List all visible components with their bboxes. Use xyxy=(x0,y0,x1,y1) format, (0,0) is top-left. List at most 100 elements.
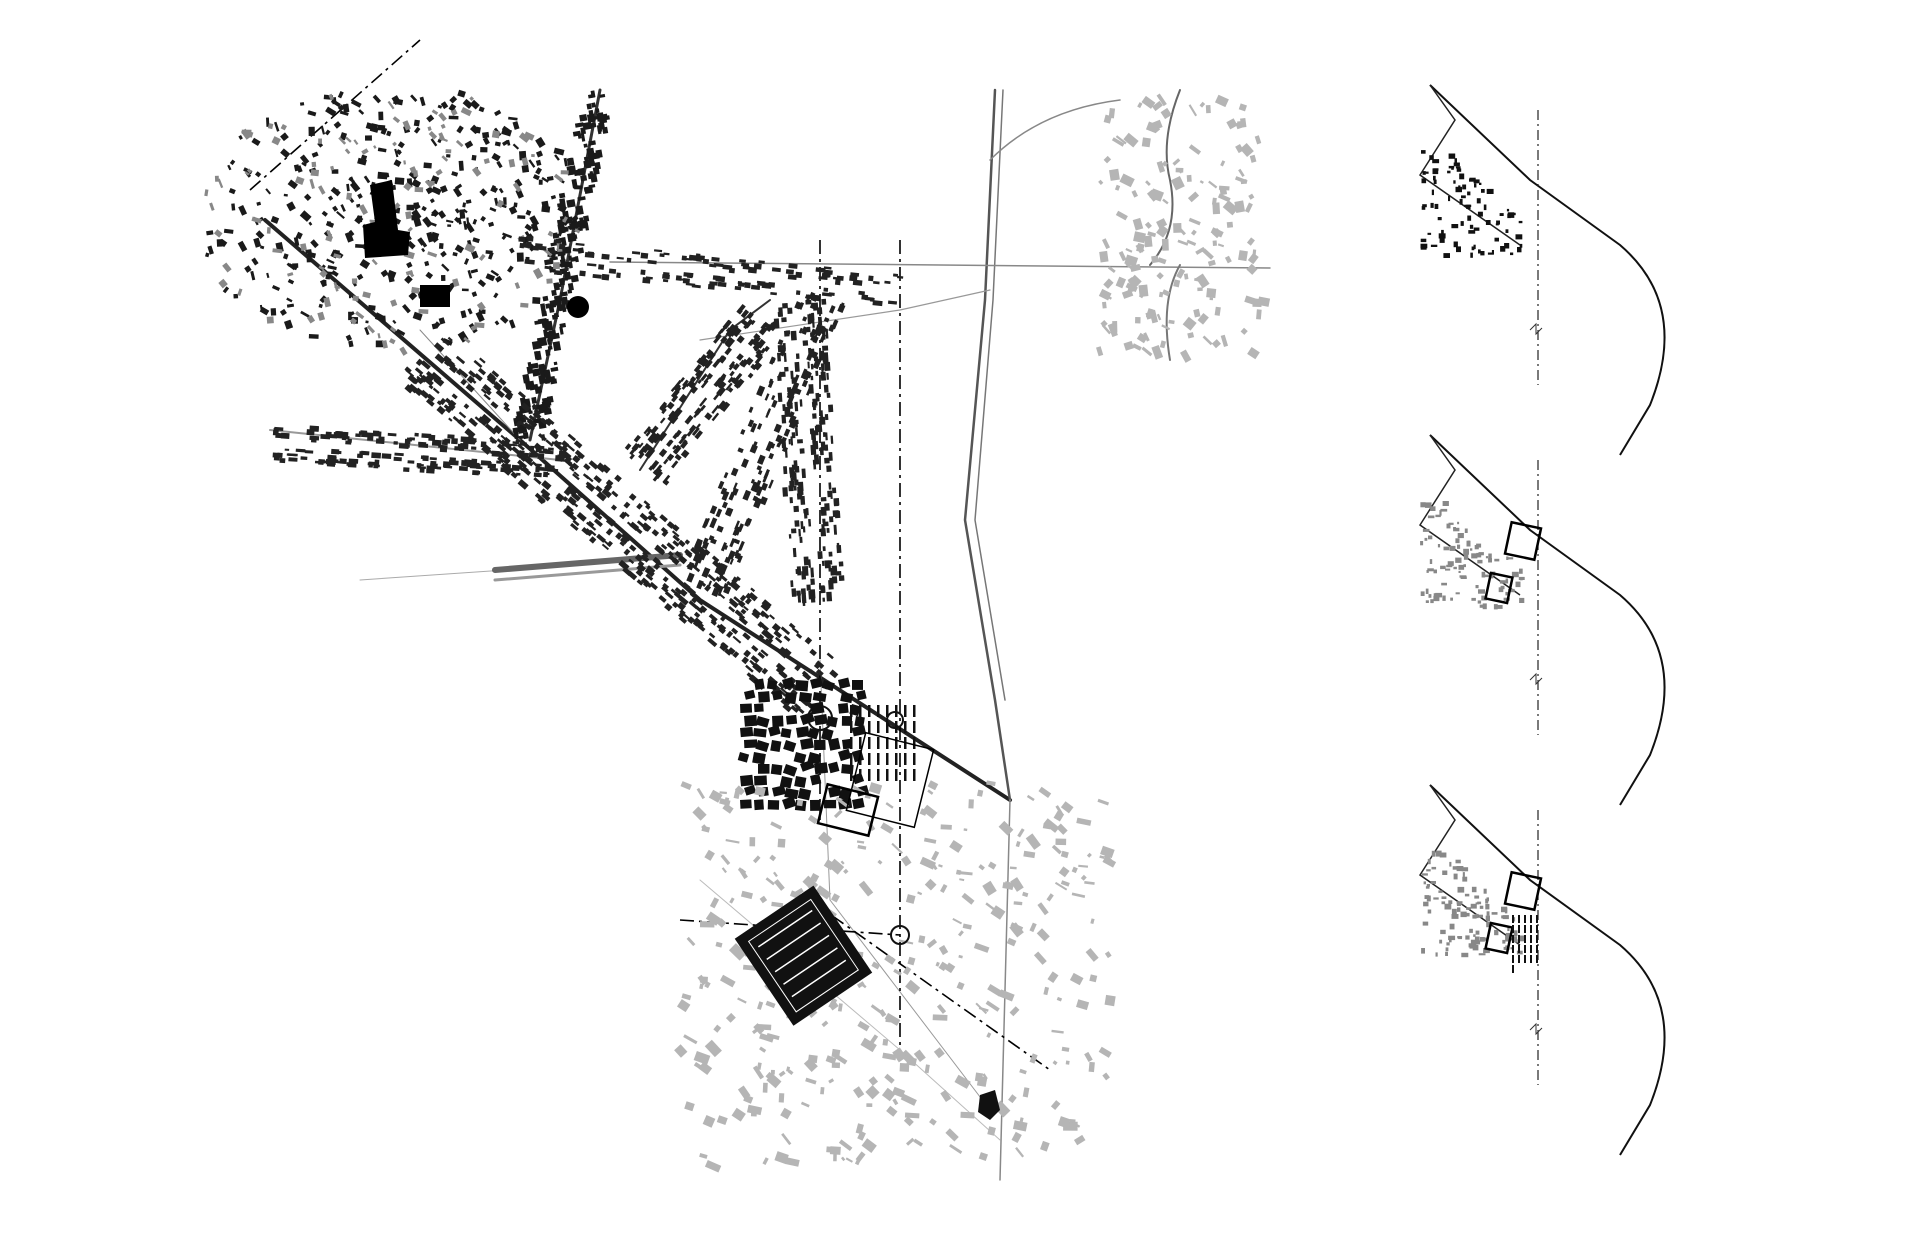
building-footprint xyxy=(531,396,537,404)
building-footprint xyxy=(1447,561,1454,566)
building-footprint xyxy=(538,433,547,442)
building-footprint xyxy=(251,137,261,147)
building-footprint xyxy=(1454,158,1457,164)
building-footprint xyxy=(773,423,782,433)
building-footprint xyxy=(451,438,458,445)
peripheral-footprint xyxy=(1055,805,1064,816)
building-footprint xyxy=(800,368,808,379)
building-footprint xyxy=(404,384,414,394)
building-footprint xyxy=(1439,852,1447,858)
peripheral-footprint xyxy=(1144,221,1152,229)
building-footprint xyxy=(692,552,701,562)
building-footprint xyxy=(1434,203,1439,209)
path-marker xyxy=(1529,672,1543,686)
building-footprint xyxy=(1422,528,1430,532)
building-footprint xyxy=(446,154,451,158)
peripheral-footprint xyxy=(837,1003,843,1012)
building-footprint xyxy=(536,245,547,251)
building-footprint xyxy=(1478,953,1486,956)
building-footprint xyxy=(503,405,511,413)
building-footprint xyxy=(559,216,564,220)
peripheral-footprint xyxy=(857,844,867,850)
building-footprint xyxy=(681,255,687,261)
building-footprint xyxy=(666,439,674,447)
building-footprint xyxy=(1420,245,1427,250)
linear-block xyxy=(1518,945,1520,953)
building-footprint xyxy=(363,175,371,184)
building-footprint xyxy=(753,263,762,270)
building-footprint xyxy=(791,432,796,439)
building-footprint xyxy=(563,261,573,269)
building-footprint xyxy=(331,169,339,174)
building-footprint xyxy=(294,176,305,185)
building-footprint xyxy=(801,468,806,479)
building-footprint xyxy=(295,448,306,453)
peripheral-footprint xyxy=(728,943,747,961)
building-footprint xyxy=(1477,600,1482,604)
building-footprint xyxy=(471,250,479,260)
building-footprint xyxy=(1459,198,1463,205)
building-footprint xyxy=(476,466,483,470)
building-footprint xyxy=(286,303,295,308)
building-footprint xyxy=(531,403,538,410)
building-footprint xyxy=(433,342,445,353)
building-footprint xyxy=(416,375,425,383)
building-footprint xyxy=(552,232,559,238)
urban-block xyxy=(772,715,784,727)
building-footprint xyxy=(707,637,718,648)
building-footprint xyxy=(464,140,474,149)
building-footprint xyxy=(689,591,696,598)
building-footprint xyxy=(813,356,819,362)
building-footprint xyxy=(493,425,503,435)
building-footprint xyxy=(516,454,522,459)
building-footprint xyxy=(569,466,575,472)
peripheral-footprint xyxy=(1097,798,1110,806)
building-footprint xyxy=(647,515,653,521)
peripheral-footprint xyxy=(746,1104,763,1116)
building-footprint xyxy=(1429,155,1434,160)
building-footprint xyxy=(454,244,465,254)
building-footprint xyxy=(554,154,560,161)
urban-block xyxy=(842,738,853,750)
building-footprint xyxy=(748,406,754,413)
building-footprint xyxy=(762,472,769,483)
building-footprint xyxy=(421,247,426,253)
peripheral-footprint xyxy=(1238,168,1245,178)
building-footprint xyxy=(1511,571,1519,578)
building-footprint xyxy=(783,466,788,475)
building-footprint xyxy=(601,464,611,474)
building-footprint xyxy=(784,406,791,418)
building-footprint xyxy=(799,536,803,543)
peripheral-footprint xyxy=(1013,901,1023,906)
building-footprint xyxy=(797,439,803,444)
building-footprint xyxy=(1474,895,1480,899)
building-footprint xyxy=(804,636,813,645)
building-footprint xyxy=(732,651,740,659)
building-footprint xyxy=(469,96,474,101)
building-footprint xyxy=(1447,170,1451,174)
building-footprint xyxy=(850,272,860,277)
building-footprint xyxy=(731,577,738,585)
peripheral-footprint xyxy=(1103,278,1114,289)
peripheral-footprint xyxy=(990,905,1006,920)
building-footprint xyxy=(1430,881,1436,884)
building-footprint xyxy=(824,414,829,421)
peripheral-footprint xyxy=(796,799,804,807)
building-footprint xyxy=(392,141,397,147)
peripheral-footprint xyxy=(1043,986,1049,996)
building-footprint xyxy=(1446,564,1453,568)
building-footprint xyxy=(728,606,736,613)
building-footprint xyxy=(381,340,388,349)
building-footprint xyxy=(371,258,378,266)
building-footprint xyxy=(636,520,645,528)
peripheral-footprint xyxy=(1156,272,1164,280)
building-footprint xyxy=(494,320,500,326)
building-footprint xyxy=(595,149,603,159)
peripheral-footprint xyxy=(721,867,727,874)
building-footprint xyxy=(598,113,608,120)
building-footprint xyxy=(1470,939,1476,944)
peripheral-footprint xyxy=(960,871,973,876)
building-footprint xyxy=(307,110,317,117)
pavilion-building xyxy=(978,1090,1000,1120)
